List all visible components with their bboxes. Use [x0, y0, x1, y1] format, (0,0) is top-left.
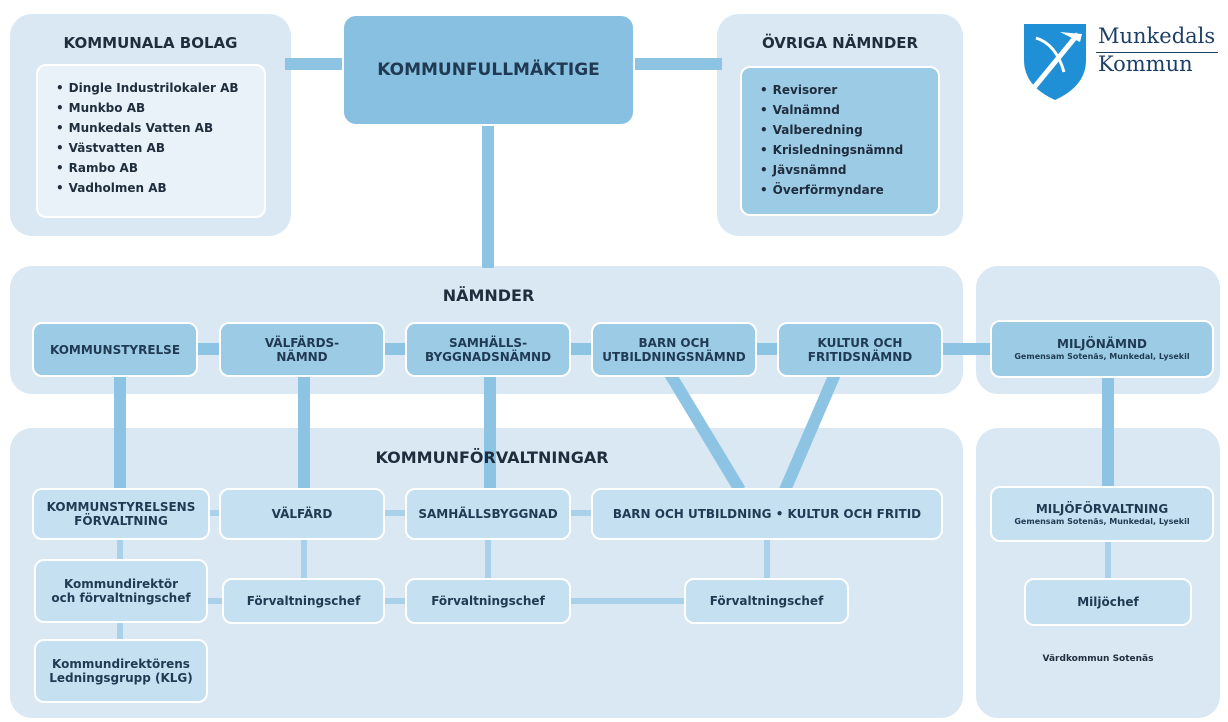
list-item: Vadholmen AB	[56, 178, 239, 198]
valfard-chef-label: Förvaltningschef	[246, 594, 361, 608]
miljonamnd-sub: Gemensam Sotenäs, Munkedal, Lysekil	[1014, 351, 1190, 361]
samhallsbyggnadsnamnd-label-1: SAMHÄLLS-	[448, 335, 528, 350]
list-item: Överförmyndare	[760, 180, 903, 200]
kommunfullmaktige-box: KOMMUNFULLMÄKTIGE	[342, 14, 635, 126]
barn-kultur-forvaltning-box: BARN OCH UTBILDNING • KULTUR OCH FRITID	[591, 488, 943, 540]
list-item: Jävsnämnd	[760, 160, 903, 180]
list-item: Dingle Industrilokaler AB	[56, 78, 239, 98]
valfard-box: VÄLFÄRD	[219, 488, 385, 540]
barn-utbildningsnamnd-box: BARN OCH UTBILDNINGSNÄMND	[591, 322, 757, 377]
valfard-chef-box: Förvaltningschef	[222, 578, 385, 624]
barn-chef-box: Förvaltningschef	[684, 578, 849, 624]
ks-forvaltning-label-2: FÖRVALTNING	[74, 514, 168, 528]
shield-icon	[1024, 24, 1086, 100]
samhallsbyggnad-box: SAMHÄLLSBYGGNAD	[405, 488, 571, 540]
list-item: Västvatten AB	[56, 138, 239, 158]
ovriga-namnder-list: Revisorer Valnämnd Valberedning Krisledn…	[760, 80, 904, 200]
barn-chef-label: Förvaltningschef	[709, 594, 824, 608]
valfardsnamnd-label-2: NÄMND	[276, 349, 328, 364]
list-item: Munkedals Vatten AB	[56, 118, 239, 138]
list-item: Valberedning	[760, 120, 903, 140]
kultur-fritidsnamnd-label-1: KULTUR OCH	[817, 335, 903, 350]
miljonamnd-label: MILJÖNÄMND	[1057, 336, 1147, 351]
barn-utbildningsnamnd-label-2: UTBILDNINGSNÄMND	[602, 349, 746, 364]
ks-forvaltning-label-1: KOMMUNSTYRELSENS	[46, 500, 196, 514]
kommundirektor-label-2: och förvaltningschef	[51, 591, 191, 605]
miljoforvaltning-sub: Gemensam Sotenäs, Munkedal, Lysekil	[1014, 516, 1190, 526]
samhallsbyggnadsnamnd-label-2: BYGGNADSNÄMND	[424, 349, 552, 364]
list-item: Rambo AB	[56, 158, 239, 178]
kommundirektor-box: Kommundirektör och förvaltningschef	[34, 559, 208, 623]
kommundirektor-label-1: Kommundirektör	[63, 577, 179, 591]
kommunala-bolag-list: Dingle Industrilokaler AB Munkbo AB Munk…	[56, 78, 239, 198]
list-item: Revisorer	[760, 80, 903, 100]
miljochef-box: Miljöchef	[1024, 578, 1192, 626]
samhallsbyggnad-label: SAMHÄLLSBYGGNAD	[418, 507, 558, 521]
list-item: Krisledningsnämnd	[760, 140, 904, 160]
miljoforvaltning-label: MILJÖFÖRVALTNING	[1035, 501, 1169, 516]
logo-line1: Munkedals	[1098, 24, 1216, 48]
munkedals-logo: Munkedals Kommun	[1020, 20, 1220, 102]
valfardsnamnd-box: VÄLFÄRDS- NÄMND	[219, 322, 385, 377]
miljonamnd-box: MILJÖNÄMND Gemensam Sotenäs, Munkedal, L…	[990, 320, 1214, 378]
samhall-chef-box: Förvaltningschef	[405, 578, 571, 624]
klg-label-1: Kommundirektörens	[52, 657, 190, 671]
klg-label-2: Ledningsgrupp (KLG)	[49, 671, 193, 685]
miljoforvaltning-box: MILJÖFÖRVALTNING Gemensam Sotenäs, Munke…	[990, 486, 1214, 542]
vardkommun-label: Värdkommun Sotenäs	[1042, 654, 1154, 664]
samhallsbyggnadsnamnd-box: SAMHÄLLS- BYGGNADSNÄMND	[405, 322, 571, 377]
samhall-chef-label: Förvaltningschef	[431, 594, 545, 608]
kommunala-bolag-title: KOMMUNALA BOLAG	[63, 34, 238, 52]
list-item: Munkbo AB	[56, 98, 239, 118]
ovriga-namnder-title: ÖVRIGA NÄMNDER	[761, 34, 919, 52]
barn-utbildningsnamnd-label-1: BARN OCH	[638, 335, 710, 350]
logo-line2: Kommun	[1098, 52, 1193, 76]
kultur-fritidsnamnd-label-2: FRITIDSNÄMND	[807, 349, 913, 364]
valfardsnamnd-label-1: VÄLFÄRDS-	[264, 335, 340, 350]
miljochef-label: Miljöchef	[1077, 595, 1139, 609]
kommunstyrelse-label: KOMMUNSTYRELSE	[49, 342, 181, 357]
ks-forvaltning-box: KOMMUNSTYRELSENS FÖRVALTNING	[32, 488, 210, 540]
valfard-label: VÄLFÄRD	[271, 507, 333, 521]
kommunfullmaktige-label: KOMMUNFULLMÄKTIGE	[377, 60, 600, 80]
ovriga-namnder-list-box: Revisorer Valnämnd Valberedning Krisledn…	[740, 66, 940, 216]
namnder-title: NÄMNDER	[442, 286, 535, 305]
forvaltningar-title: KOMMUNFÖRVALTNINGAR	[375, 448, 609, 467]
list-item: Valnämnd	[760, 100, 903, 120]
kommunstyrelse-box: KOMMUNSTYRELSE	[32, 322, 198, 377]
miljoforvaltning-panel	[976, 428, 1220, 718]
klg-box: Kommundirektörens Ledningsgrupp (KLG)	[34, 639, 208, 703]
barn-kultur-forvaltning-label: BARN OCH UTBILDNING • KULTUR OCH FRITID	[612, 507, 922, 521]
kultur-fritidsnamnd-box: KULTUR OCH FRITIDSNÄMND	[777, 322, 943, 377]
kommunala-bolag-list-box: Dingle Industrilokaler AB Munkbo AB Munk…	[36, 64, 266, 218]
